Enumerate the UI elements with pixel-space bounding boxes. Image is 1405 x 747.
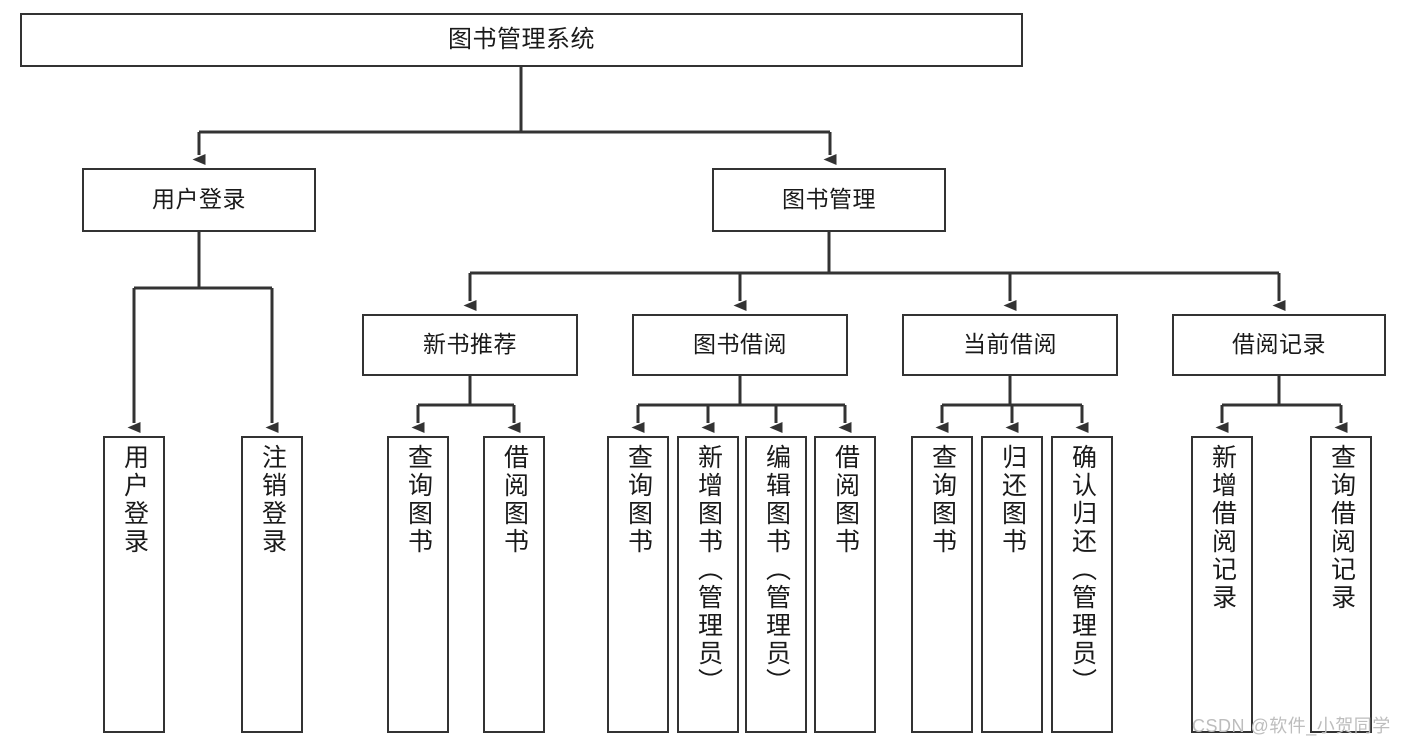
node-leaf-add-book-admin[interactable]: 新增图书（管理员） [677,436,739,733]
node-leaf-user-logout-label: 注销登录 [258,444,287,556]
node-leaf-add-book-admin-label: 新增图书（管理员） [694,444,723,696]
node-leaf-borrow-book-label: 借阅图书 [831,444,860,556]
node-leaf-query-book-new[interactable]: 查询图书 [387,436,449,733]
node-current-borrow[interactable]: 当前借阅 [902,314,1118,376]
node-leaf-query-book-new-label: 查询图书 [404,444,433,556]
node-root-label: 图书管理系统 [448,25,595,53]
node-leaf-user-logout[interactable]: 注销登录 [241,436,303,733]
node-leaf-borrow-book-new[interactable]: 借阅图书 [483,436,545,733]
node-leaf-user-login[interactable]: 用户登录 [103,436,165,733]
node-leaf-edit-book-admin-label: 编辑图书（管理员） [762,444,791,696]
node-user-login-label: 用户登录 [152,186,246,213]
node-leaf-query-borrow-record[interactable]: 查询借阅记录 [1310,436,1372,733]
node-leaf-add-borrow-record-label: 新增借阅记录 [1208,444,1237,612]
node-leaf-query-book-current[interactable]: 查询图书 [911,436,973,733]
node-user-login[interactable]: 用户登录 [82,168,316,232]
node-leaf-query-book-borrow[interactable]: 查询图书 [607,436,669,733]
node-book-manage[interactable]: 图书管理 [712,168,946,232]
node-book-borrow-label: 图书借阅 [693,331,787,358]
node-leaf-confirm-return-admin[interactable]: 确认归还（管理员） [1051,436,1113,733]
node-new-book-recommend-label: 新书推荐 [423,331,517,358]
node-leaf-edit-book-admin[interactable]: 编辑图书（管理员） [745,436,807,733]
node-borrow-record-label: 借阅记录 [1232,331,1326,358]
node-book-manage-label: 图书管理 [782,186,876,213]
node-root[interactable]: 图书管理系统 [20,13,1023,67]
node-leaf-borrow-book-new-label: 借阅图书 [500,444,529,556]
node-leaf-query-borrow-record-label: 查询借阅记录 [1327,444,1356,612]
node-leaf-query-book-current-label: 查询图书 [928,444,957,556]
node-leaf-borrow-book[interactable]: 借阅图书 [814,436,876,733]
watermark-text: CSDN @软件_小贺同学 [1192,716,1391,736]
node-leaf-add-borrow-record[interactable]: 新增借阅记录 [1191,436,1253,733]
node-book-borrow[interactable]: 图书借阅 [632,314,848,376]
node-leaf-user-login-label: 用户登录 [120,444,149,556]
node-new-book-recommend[interactable]: 新书推荐 [362,314,578,376]
node-borrow-record[interactable]: 借阅记录 [1172,314,1386,376]
node-leaf-return-book-label: 归还图书 [998,444,1027,556]
node-leaf-confirm-return-admin-label: 确认归还（管理员） [1068,444,1097,696]
node-leaf-return-book[interactable]: 归还图书 [981,436,1043,733]
node-leaf-query-book-borrow-label: 查询图书 [624,444,653,556]
node-current-borrow-label: 当前借阅 [963,331,1057,358]
